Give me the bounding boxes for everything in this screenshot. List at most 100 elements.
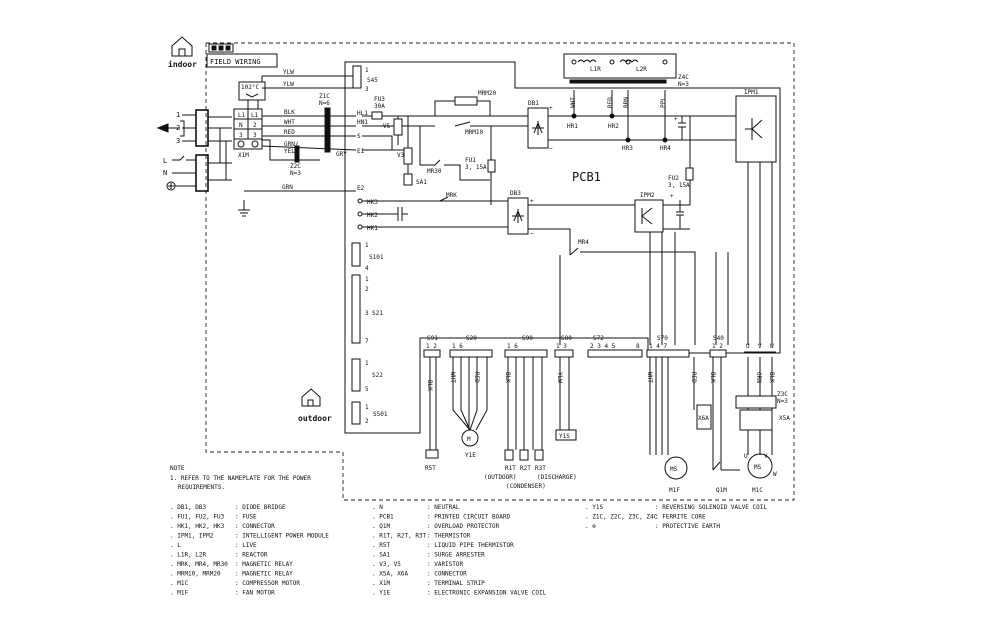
ipm1-module	[735, 95, 777, 163]
legend-code: . IPM1, IPM2	[170, 533, 214, 540]
surge-arrester-sa1	[403, 173, 413, 186]
ipm-u-label: U	[746, 343, 750, 350]
s22-pin1: 1	[365, 360, 369, 367]
hr3-label: HR3	[622, 145, 633, 152]
ferrite-z1c-n: N=6	[319, 100, 330, 107]
wire-ylw-1: YLW	[283, 69, 294, 76]
l1r-label: L1R	[590, 66, 601, 73]
s45-label: S45	[367, 77, 378, 84]
legend-code: . N	[372, 504, 383, 511]
y1e-label: Y1E	[465, 452, 476, 459]
ipm-w-label: W	[770, 343, 774, 350]
pcb1-label: PCB1	[572, 170, 601, 184]
r3t-label: R3T	[535, 465, 546, 472]
m1c-w: W	[773, 471, 777, 478]
db1-label: DB1	[528, 100, 539, 107]
s91-label: S91	[427, 335, 438, 342]
legend-code: . DB1, DB3	[170, 504, 207, 511]
capacitor	[678, 116, 686, 140]
thermal-fuse-temp: 102°C	[241, 84, 259, 91]
legend-code: . X1M	[372, 580, 390, 587]
s40-pins: 1 2	[712, 343, 723, 350]
pcb-left-connectors: 1 3 S45 HL1 HN1 S E1 E2 HK3 HK2 HK1 1 4 …	[351, 65, 388, 425]
fan-circuit: MRK DB3 + − IPM2 FU2 3, 15A + MR4	[362, 116, 729, 345]
ipm2-module	[634, 199, 664, 233]
bottom-connector-strip: S91 1 2 S20 1 6 S90 1 6 S80 1 3 S72 2 3 …	[423, 335, 776, 358]
legend-desc: : CONNECTOR	[427, 571, 467, 578]
legend-code: . M1F	[170, 590, 188, 597]
legend-desc: : INTELLIGENT POWER MODULE	[235, 533, 329, 540]
legend-desc: : LIQUID PIPE THERMISTOR	[427, 542, 514, 549]
mrk-label: MRK	[446, 192, 457, 199]
z4c-n: N=3	[678, 81, 689, 88]
y1e-motor-m: M	[467, 436, 471, 443]
x1m-l1-left: L1	[238, 112, 246, 119]
s101-pin4: 4	[365, 265, 369, 272]
fan-motor-m1f	[664, 456, 688, 480]
field-wiring-label: FIELD WIRING	[210, 58, 261, 66]
m1c-u: U	[744, 453, 748, 460]
legend-desc: : OVERLOAD PROTECTOR	[427, 523, 500, 530]
legend-code: . R5T	[372, 542, 390, 549]
hk1-label: HK1	[367, 225, 378, 232]
v3-label: V3	[397, 152, 405, 159]
q1m-label: Q1M	[716, 487, 727, 494]
legend-desc: : REACTOR	[235, 552, 268, 559]
z4c-label: Z4C	[678, 74, 689, 81]
x1m-label: X1M	[238, 152, 249, 159]
supply-pin-1: 1	[176, 111, 180, 119]
legend-desc: : FAN MOTOR	[235, 590, 275, 597]
db3-label: DB3	[510, 190, 521, 197]
notes-legend: NOTE 1. REFER TO THE NAMEPLATE FOR THE P…	[170, 465, 767, 597]
wire-grn: GRN	[282, 184, 293, 191]
m1f-motor-ms: MS	[670, 466, 678, 473]
x1m-earth-left-icon	[237, 140, 245, 148]
db1-plus: +	[549, 105, 553, 112]
s45-pin3: 3	[365, 86, 369, 93]
ylw-wires	[262, 75, 355, 89]
compressor-motor-m1c	[747, 453, 773, 479]
s72-pin8: 8	[636, 343, 640, 350]
legend-code: . V3, V5	[372, 561, 401, 568]
y1s-label: Y1S	[559, 433, 570, 440]
db3-plus: +	[530, 198, 534, 205]
hr1-label: HR1	[567, 123, 578, 130]
r5t-label: R5T	[425, 465, 436, 472]
r1t-label: R1T	[505, 465, 516, 472]
legend-code: . Y1S	[585, 504, 603, 511]
legend-desc: : THERMISTOR	[427, 533, 471, 540]
y1s-wire-ylw: YLW	[556, 372, 563, 383]
legend-desc: : TERMINAL STRIP	[427, 580, 485, 587]
s72-pins: 2 3 4 5	[590, 343, 616, 350]
fuse-fu2	[685, 167, 694, 181]
db3-minus: −	[530, 230, 534, 237]
e1-label: E1	[357, 148, 365, 155]
legend-code: . FU1, FU2, FU3	[170, 514, 225, 521]
s-label: S	[357, 133, 361, 140]
reactor-red: RED	[607, 97, 614, 108]
legend-code: . Q1M	[372, 523, 390, 530]
hl1-label: HL1	[357, 110, 368, 117]
s21-pin1: 1	[365, 276, 369, 283]
s80-label: S80	[561, 335, 572, 342]
fu2-label: FU2	[668, 175, 679, 182]
hr4-label: HR4	[660, 145, 671, 152]
outdoor-thermistor-label: (OUTDOOR)	[484, 474, 517, 481]
s21-pin2: 2	[365, 286, 369, 293]
power-wires	[261, 115, 357, 151]
legend-code: . MRK, MR4, MR30	[170, 561, 228, 568]
legend-code: . PCB1	[372, 514, 394, 521]
z3c-label: Z3C	[777, 391, 788, 398]
fu1-label: FU1	[465, 157, 476, 164]
legend-code: . M1C	[170, 580, 188, 587]
reactor-wht: WHT	[570, 97, 577, 108]
legend-code: . SA1	[372, 552, 390, 559]
cap-plus: +	[674, 116, 678, 123]
outdoor-house-icon	[301, 388, 321, 407]
unit-boundary	[205, 42, 795, 501]
s501-label: S501	[373, 411, 388, 418]
hr2-label: HR2	[608, 123, 619, 130]
wire-grn-yel-1: GRN/	[284, 141, 299, 148]
legend-code: . L	[170, 542, 181, 549]
